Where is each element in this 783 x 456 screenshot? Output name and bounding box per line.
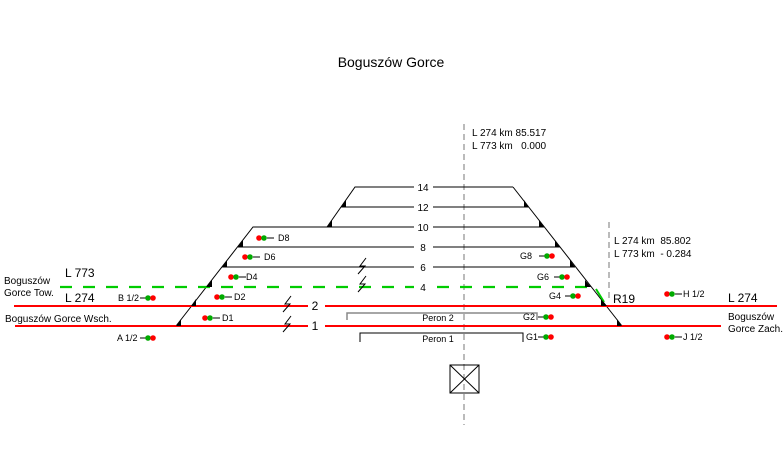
- signal-lamp-red: [150, 295, 156, 301]
- km-r19-2: L 773 km - 0.284: [614, 249, 692, 260]
- signal-label: H 1/2: [683, 289, 705, 299]
- signal-h: H 1/2: [664, 289, 705, 299]
- signal-label: A 1/2: [117, 333, 138, 343]
- signal-d2: D2: [214, 292, 246, 302]
- dest-left-lower: Boguszów Gorce Wsch.: [5, 314, 112, 325]
- signal-d1: D1: [202, 313, 234, 323]
- track-14-left: [326, 186, 414, 228]
- lightning-markers: [282, 257, 367, 333]
- platform-2-label: Peron 2: [422, 313, 454, 323]
- lightning-icon: [357, 257, 367, 275]
- signal-lamp-green: [207, 315, 213, 321]
- km-r19-1: L 274 km 85.802: [614, 236, 691, 247]
- track-label-2: 2: [312, 299, 319, 313]
- signal-g4: G4: [549, 291, 581, 301]
- signal-g1: G1: [526, 332, 554, 342]
- signal-g6: G6: [537, 272, 570, 282]
- signal-lamp-green: [669, 334, 675, 340]
- track-label-1: 1: [312, 319, 319, 333]
- signal-a: A 1/2: [117, 333, 156, 343]
- dest-right-2: Gorce Zach.: [728, 324, 783, 335]
- signal-label: D1: [222, 313, 234, 323]
- signal-label: G8: [520, 251, 532, 261]
- signal-lamp-red: [256, 235, 262, 241]
- signal-d6: D6: [242, 252, 276, 262]
- signal-lamp-red: [548, 334, 554, 340]
- signal-lamp-green: [145, 295, 151, 301]
- signal-g2: G2: [523, 312, 554, 322]
- platform-1-label: Peron 1: [422, 334, 454, 344]
- track-label-14: 14: [417, 183, 429, 194]
- signal-lamp-red: [575, 293, 581, 299]
- track-label-6: 6: [420, 263, 426, 274]
- track-label-12: 12: [417, 203, 429, 214]
- track-4-connection: [595, 288, 605, 303]
- signal-label: D2: [234, 292, 246, 302]
- signal-lamp-red: [664, 291, 670, 297]
- switch-markers: [176, 200, 622, 326]
- signal-d8: D8: [256, 233, 290, 243]
- dest-left-upper-1: Boguszów: [4, 276, 51, 287]
- signal-label: B 1/2: [118, 293, 139, 303]
- signal-lamp-green: [570, 293, 576, 299]
- signal-lamp-red: [242, 254, 248, 260]
- signal-label: G4: [549, 291, 561, 301]
- signal-label: J 1/2: [683, 332, 703, 342]
- line-label-l773: L 773: [65, 266, 95, 280]
- lightning-icon: [282, 295, 292, 313]
- km-main-1: L 274 km 85.517: [472, 128, 547, 139]
- track-label-10: 10: [417, 223, 429, 234]
- track-label-4: 4: [420, 283, 426, 294]
- signal-b: B 1/2: [118, 293, 156, 303]
- track-label-8: 8: [420, 243, 426, 254]
- signal-lamp-red: [228, 274, 234, 280]
- switch-label-r19: R19: [613, 292, 635, 306]
- signal-lamp-green: [247, 254, 253, 260]
- signal-lamp-red: [150, 335, 156, 341]
- signal-label: G1: [526, 332, 538, 342]
- signal-lamp-red: [214, 294, 220, 300]
- signal-lamp-green: [145, 335, 151, 341]
- signal-lamp-red: [548, 314, 554, 320]
- platform-1: [359, 332, 524, 342]
- dest-left-upper-2: Gorce Tow.: [4, 288, 54, 299]
- signal-lamp-red: [549, 253, 555, 259]
- signal-lamp-green: [669, 291, 675, 297]
- signal-label: G6: [537, 272, 549, 282]
- platform-2: [346, 312, 538, 320]
- signal-d4: D4: [228, 272, 258, 282]
- signal-label: D4: [246, 272, 258, 282]
- km-main-2: L 773 km 0.000: [472, 141, 547, 152]
- signal-lamp-red: [564, 274, 570, 280]
- station-title: Boguszów Gorce: [338, 54, 445, 70]
- signal-lamp-red: [202, 315, 208, 321]
- signal-lamp-green: [233, 274, 239, 280]
- signal-lamp-green: [543, 334, 549, 340]
- line-label-l274-right: L 274: [728, 291, 758, 305]
- dest-right-1: Boguszów: [728, 312, 775, 323]
- signal-lamp-green: [559, 274, 565, 280]
- signal-j: J 1/2: [664, 332, 703, 342]
- signal-lamp-red: [664, 334, 670, 340]
- line-label-l274-left: L 274: [65, 291, 95, 305]
- station-building-icon: [449, 364, 480, 394]
- signal-lamp-green: [219, 294, 225, 300]
- lightning-icon: [282, 315, 292, 333]
- track-10-left: [175, 226, 414, 327]
- signal-g8: G8: [520, 251, 555, 261]
- lightning-icon: [357, 275, 367, 293]
- signal-label: D6: [264, 252, 276, 262]
- signal-lamp-green: [261, 235, 267, 241]
- signal-label: G2: [523, 312, 535, 322]
- signal-label: D8: [278, 233, 290, 243]
- signal-lamp-green: [543, 314, 549, 320]
- signal-lamp-green: [544, 253, 550, 259]
